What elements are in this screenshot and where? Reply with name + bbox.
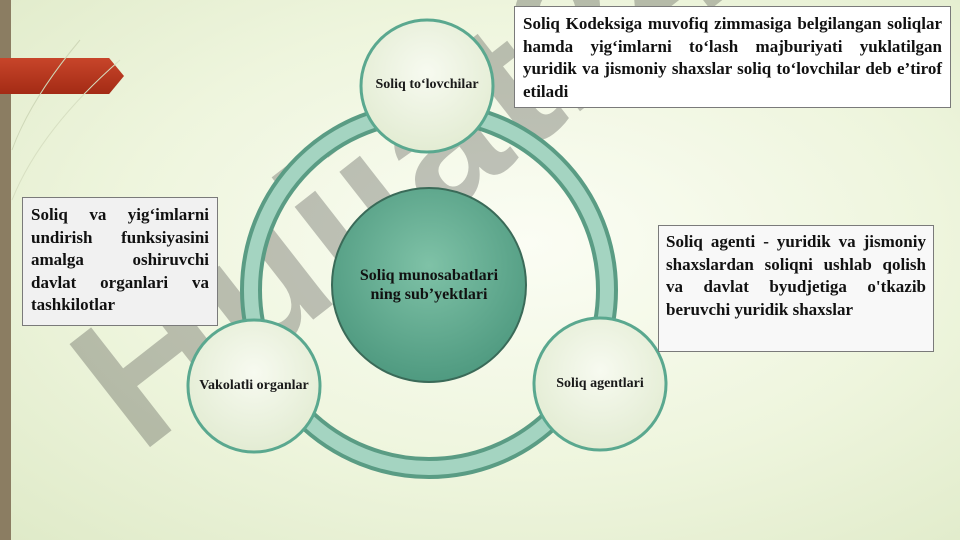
node-circle-top [359,18,495,154]
center-circle [331,187,527,383]
node-label-agents: Soliq agentlari [556,376,644,391]
node-label-taxpayers: Soliq to‘lovchilar [375,77,479,92]
title-arrow-marker [0,58,124,94]
definition-box-agents: Soliq agenti - yuridik va jismoniy shaxs… [658,225,934,352]
node-circle-bottom-right [532,316,668,452]
node-circle-bottom-left [186,318,322,454]
definition-box-taxpayers: Soliq Kodeksiga muvofiq zimmasiga belgil… [514,6,951,108]
left-decorative-bar [0,0,11,540]
center-label: Soliq munosabatlari ning sub’yektlari [359,267,499,303]
node-label-authorities: Vakolatli organlar [199,378,309,393]
definition-box-authorities: Soliq va yig‘imlarni undirish funksiyasi… [22,197,218,326]
